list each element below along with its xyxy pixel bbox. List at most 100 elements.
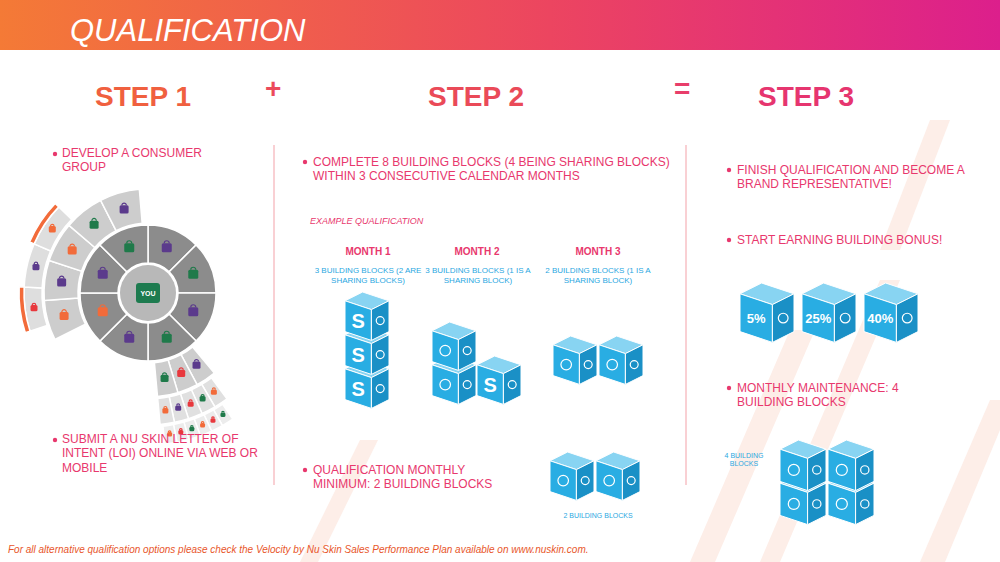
block-logo — [902, 313, 912, 323]
block-text: 5% — [747, 312, 766, 325]
ring-segment — [101, 189, 143, 230]
block-text: S — [484, 375, 497, 395]
column-divider — [686, 145, 687, 485]
consumer-icon — [162, 331, 172, 343]
consumer-group-ring — [19, 189, 233, 444]
bullet-text: SUBMIT A NU SKIN LETTER OF INTENT (LOI) … — [62, 432, 262, 475]
block-left — [802, 294, 834, 343]
block-logo — [788, 464, 799, 475]
block-text: S — [352, 345, 365, 365]
block-logo — [836, 464, 847, 475]
building-block — [740, 283, 794, 342]
block-logo — [813, 466, 821, 474]
consumer-icon — [124, 241, 134, 253]
building-block — [345, 292, 389, 340]
column-divider — [274, 145, 275, 485]
consumer-icon — [98, 305, 108, 317]
month-note: 3 BUILDING BLOCKS (2 ARE SHARING BLOCKS) — [314, 266, 422, 285]
block-right — [579, 345, 597, 385]
block-right — [458, 365, 476, 405]
block-left — [432, 365, 458, 405]
block-logo — [561, 359, 572, 370]
block-right — [371, 301, 389, 341]
block-left — [596, 461, 622, 501]
step-heading: STEP 1 — [95, 80, 191, 114]
block-text: S — [352, 311, 365, 331]
block-caption: 2 BUILDING BLOCKS — [552, 512, 644, 520]
sharing-block: S — [345, 373, 371, 404]
block-left — [599, 345, 625, 385]
block-left — [864, 294, 896, 343]
block-right — [622, 461, 640, 501]
bonus-block: 40% — [864, 299, 896, 337]
building-block — [780, 440, 826, 491]
block-text: 25% — [805, 312, 831, 325]
sharing-block: S — [477, 369, 503, 400]
block-logo — [376, 351, 384, 359]
bullet-text: MONTHLY MAINTENANCE: 4 BUILDING BLOCKS — [737, 381, 912, 410]
bullet-text: COMPLETE 8 BUILDING BLOCKS (4 BEING SHAR… — [313, 155, 673, 184]
stripe — [300, 440, 378, 562]
block-logo — [778, 313, 788, 323]
bullet-text: QUALIFICATION MONTHLY MINIMUM: 2 BUILDIN… — [313, 463, 518, 492]
bullet-dot — [303, 468, 307, 472]
bullet-dot — [727, 386, 731, 390]
consumer-icon — [189, 426, 194, 432]
consumer-icon — [57, 276, 66, 286]
block-logo — [376, 385, 384, 393]
block-logo — [581, 477, 589, 485]
step-heading: STEP 3 — [758, 80, 854, 114]
consumer-icon — [193, 360, 201, 369]
ring-segment — [169, 245, 216, 293]
ring-segment — [158, 397, 175, 425]
month-heading: MONTH 1 — [328, 246, 408, 258]
month-heading: MONTH 2 — [437, 246, 517, 258]
block-logo — [607, 359, 618, 370]
background-stripes — [300, 120, 1000, 562]
block-left — [740, 294, 772, 343]
consumer-icon — [220, 411, 225, 417]
consumer-icon — [161, 373, 169, 382]
block-right — [772, 294, 794, 343]
consumer-icon — [211, 388, 217, 395]
you-icon: YOU — [136, 283, 160, 303]
block-logo — [584, 361, 592, 369]
consumer-icon — [32, 262, 39, 270]
block-logo — [463, 347, 471, 355]
block-logo — [627, 477, 635, 485]
bullet-dot — [53, 438, 57, 442]
block-logo — [508, 381, 516, 389]
sharing-block: S — [345, 339, 371, 370]
header-bar — [0, 0, 1000, 50]
consumer-icon — [68, 244, 77, 254]
consumer-icon — [90, 218, 99, 228]
footnote: For all alternative qualification option… — [8, 544, 993, 556]
block-right — [834, 294, 856, 343]
block-left — [477, 365, 503, 405]
bullet-text: FINISH QUALIFICATION AND BECOME A BRAND … — [737, 163, 987, 192]
block-logo — [813, 500, 821, 508]
stripe — [760, 280, 900, 562]
consumer-icon — [175, 404, 181, 411]
consumer-icon — [162, 407, 168, 414]
block-logo — [630, 361, 638, 369]
block-right — [576, 461, 594, 501]
equals-sign: = — [674, 72, 690, 106]
bullet-text: DEVELOP A CONSUMER GROUP — [62, 146, 242, 175]
block-left — [345, 369, 371, 409]
consumer-icon — [200, 422, 205, 428]
month-heading: MONTH 3 — [558, 246, 638, 258]
block-logo — [840, 313, 850, 323]
bullet-dot — [303, 160, 307, 164]
consumer-icon — [177, 368, 185, 377]
block-right — [856, 449, 874, 490]
block-logo — [376, 317, 384, 325]
consumer-icon — [188, 267, 198, 279]
building-block — [864, 283, 918, 342]
consumer-icon — [49, 224, 56, 232]
block-right — [625, 345, 643, 385]
plus-sign: + — [265, 72, 281, 106]
block-text: YOU — [140, 290, 155, 297]
consumer-icon — [124, 331, 134, 343]
